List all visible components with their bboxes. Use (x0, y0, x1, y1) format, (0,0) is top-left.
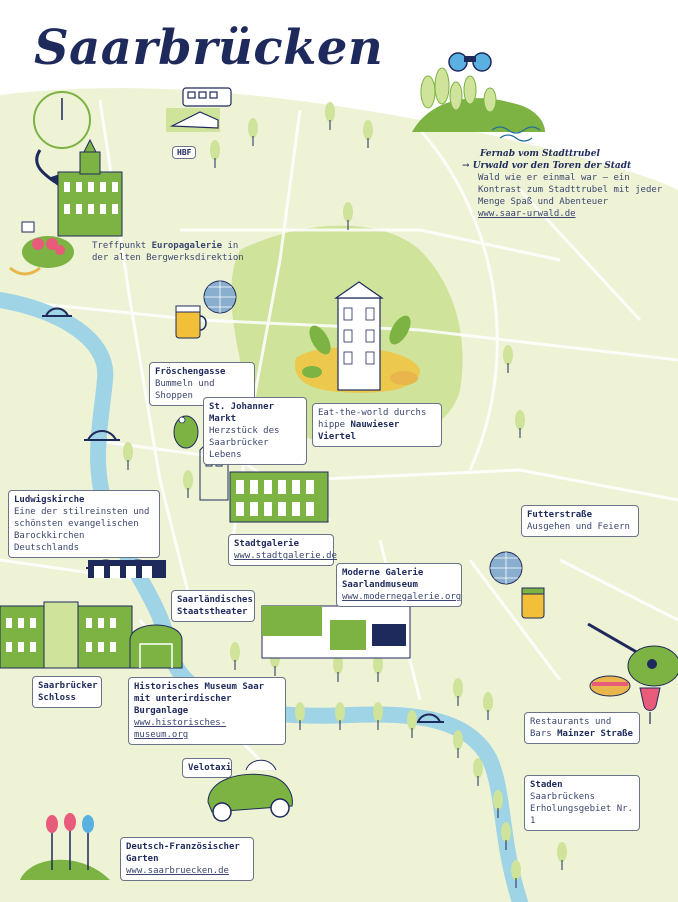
arrow-right-icon: → (462, 161, 470, 171)
garten-link[interactable]: www.saarbruecken.de (126, 866, 229, 876)
label-staden: Staden Saarbrückens Erholungsgebiet Nr. … (524, 775, 640, 831)
urwald-link[interactable]: www.saar-urwald.de (478, 209, 576, 219)
staden-heading: Staden (530, 780, 563, 790)
velotaxi-heading: Velotaxi (188, 763, 232, 773)
label-moderne-galerie: Moderne Galerie Saarlandmuseum www.moder… (336, 563, 462, 607)
label-mainzer-strasse: Restaurants und Bars Mainzer Straße (524, 712, 640, 744)
tulips-icon (20, 813, 110, 880)
frog-icon (173, 415, 199, 449)
staden-text: Saarbrückens Erholungsgebiet Nr. 1 (530, 792, 633, 826)
label-johanner-markt: St. Johanner Markt Herzstück des Saarbrü… (203, 397, 307, 465)
trees (123, 102, 567, 888)
froeschengasse-heading: Fröschengasse (155, 367, 226, 377)
food-bowl-icon (9, 221, 74, 276)
label-velotaxi: Velotaxi (182, 758, 232, 778)
futter-text: Ausgehen und Feiern (527, 522, 630, 532)
moderne-link[interactable]: www.modernegalerie.org (342, 592, 462, 602)
nauwieser-building-illustration (294, 281, 420, 393)
staatstheater-heading: Saarländisches Staatstheater (177, 595, 253, 617)
map-title: Saarbrücken (34, 20, 384, 76)
schloss-heading: Saarbrücker Schloss (38, 681, 98, 703)
beer-glass-icon (175, 305, 207, 339)
historisches-museum-building (129, 624, 183, 669)
alte-bruecke-illustration (88, 560, 166, 578)
urwald-heading-2: → Urwald vor den Toren der Stadt (462, 160, 672, 172)
garten-heading: Deutsch-Französischer Garten (126, 842, 240, 864)
futter-bold: Futterstraße (527, 510, 593, 520)
mainzer-text: Restaurants und Bars (530, 717, 612, 739)
label-nauwieser-viertel: Eat-the-world durchs hippe Nauwieser Vie… (312, 403, 442, 447)
label-schloss: Saarbrücker Schloss (32, 676, 102, 708)
moderne-heading: Moderne Galerie Saarlandmuseum (342, 568, 424, 590)
wine-glass-icon (639, 687, 661, 724)
guitar-icon (587, 622, 678, 687)
stadtgalerie-link[interactable]: www.stadtgalerie.de (234, 551, 337, 561)
label-futterstrasse: Futterstraße Ausgehen und Feiern (521, 505, 639, 537)
velotaxi-icon (207, 759, 293, 822)
ludwigskirche-heading: Ludwigskirche (14, 495, 85, 505)
train-icon (166, 87, 232, 132)
forest-hill-illustration (412, 67, 545, 142)
johanner-heading: St. Johanner Markt (209, 402, 275, 424)
historisches-link[interactable]: www.historisches-museum.org (134, 718, 227, 740)
label-stadtgalerie: Stadtgalerie www.stadtgalerie.de (228, 534, 337, 566)
stadtgalerie-heading: Stadtgalerie (234, 539, 300, 549)
schloss-building (0, 601, 133, 669)
hbf-label: HBF (172, 146, 197, 159)
urwald-heading-1: Fernab vom Stadttrubel (480, 149, 600, 159)
disco-ball-icon-2 (489, 551, 523, 585)
nauwieser-bold: Nauwieser Viertel (318, 420, 400, 442)
beer-glass-icon-2 (521, 587, 545, 619)
sandwich-icon (589, 675, 631, 697)
urwald-text: Wald wie er einmal war – ein Kontrast zu… (478, 173, 663, 207)
mainzer-bold: Mainzer Straße (557, 729, 633, 739)
binoculars-icon (448, 52, 492, 72)
label-europagalerie: Treffpunkt Europagalerie in der alten Be… (92, 240, 252, 264)
nauwieser-text: Eat-the-world durchs hippe (318, 408, 427, 430)
stadtgalerie-building (229, 471, 329, 523)
moderne-galerie-building (261, 605, 411, 659)
urwald-heading-2-text: Urwald vor den Toren der Stadt (472, 161, 632, 171)
europagalerie-text-post: in der alten Bergwerksdirektion (92, 241, 244, 263)
europagalerie-text-bold: Europagalerie (151, 241, 223, 251)
label-df-garten: Deutsch-Französischer Garten www.saarbru… (120, 837, 254, 881)
historisches-heading: Historisches Museum Saar mit unterirdisc… (134, 682, 265, 716)
label-ludwigskirche: Ludwigskirche Eine der stilreinsten und … (8, 490, 160, 558)
europagalerie-text-pre: Treffpunkt (92, 241, 152, 251)
urwald-info: Fernab vom Stadttrubel → Urwald vor den … (462, 148, 672, 220)
johanner-text: Herzstück des Saarbrücker Lebens (209, 426, 280, 460)
disco-ball-icon (203, 280, 237, 314)
clock-icon (33, 91, 91, 186)
label-historisches-museum: Historisches Museum Saar mit unterirdisc… (128, 677, 286, 745)
froeschengasse-text: Bummeln und Shoppen (155, 379, 215, 401)
ludwigskirche-text: Eine der stilreinsten und schönsten evan… (14, 507, 150, 553)
label-staatstheater: Saarländisches Staatstheater (171, 590, 255, 622)
